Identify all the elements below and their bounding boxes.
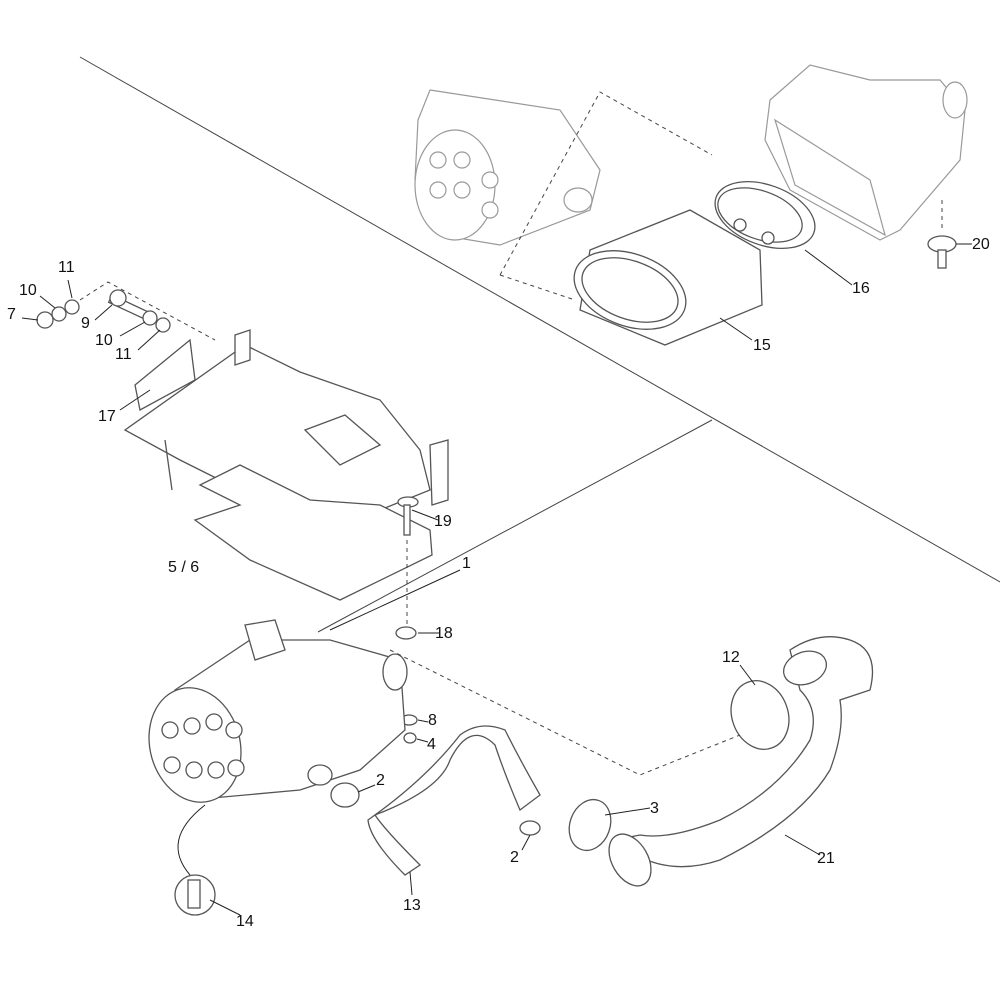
part-2-clamp [330, 782, 360, 808]
callout-5-6: 5 / 6 [168, 559, 200, 576]
dashed-guide [499, 274, 576, 301]
callout-13: 13 [403, 897, 421, 914]
callout-15: 15 [753, 337, 771, 354]
part-3-clamp [568, 798, 612, 852]
callout-1: 1 [462, 555, 471, 572]
part-2-clamp-b [519, 820, 541, 836]
part-13-hose [367, 725, 541, 876]
part-17-bracket [123, 329, 449, 531]
hardware-fasteners [36, 281, 216, 341]
callout-8: 8 [428, 712, 437, 729]
part-21-intake-pipe [608, 636, 874, 887]
part-5-6-plate [193, 464, 433, 601]
dashed-guide [499, 91, 713, 276]
part-18-washer [395, 626, 417, 640]
part-16-safety-filter [714, 181, 816, 249]
callout-19: 19 [434, 513, 452, 530]
callout-2b: 2 [510, 849, 519, 866]
part-20-valve [927, 200, 957, 269]
leader-lines [21, 243, 972, 916]
callout-16: 16 [852, 280, 870, 297]
callout-14: 14 [236, 913, 254, 930]
callout-10b: 10 [95, 332, 113, 349]
callout-11b: 11 [115, 346, 132, 363]
housing-upper-left [414, 89, 601, 246]
section-line [317, 419, 713, 633]
part-12-clamp [730, 680, 790, 750]
callout-3: 3 [650, 800, 659, 817]
housing-lower [148, 619, 408, 803]
part-14-sensor [174, 804, 216, 916]
callout-11: 11 [58, 259, 75, 276]
callout-10: 10 [19, 282, 37, 299]
callout-9: 9 [81, 315, 90, 332]
callout-21: 21 [817, 850, 835, 867]
callout-17: 17 [98, 408, 116, 425]
callout-4: 4 [427, 736, 436, 753]
section-line [79, 56, 1000, 583]
callout-7: 7 [7, 306, 16, 323]
callout-18: 18 [435, 625, 453, 642]
part-15-main-filter [573, 209, 763, 346]
housing-upper-right [764, 64, 968, 241]
callout-20: 20 [972, 236, 990, 253]
part-19-bolt [397, 496, 419, 625]
callout-12: 12 [722, 649, 740, 666]
callout-2: 2 [376, 772, 385, 789]
